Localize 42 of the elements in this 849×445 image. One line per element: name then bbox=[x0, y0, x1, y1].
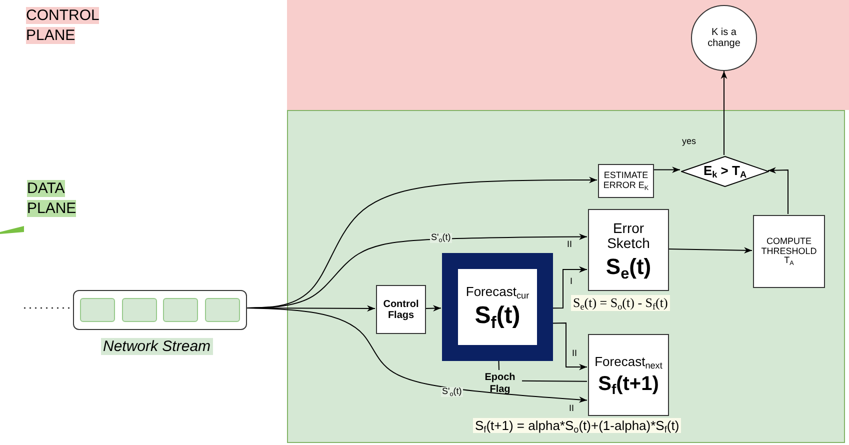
arrow bbox=[552, 266, 588, 309]
arrow bbox=[552, 322, 588, 370]
box-title: Error Sketch bbox=[606, 220, 651, 252]
box-title: Control Flags bbox=[382, 298, 420, 320]
plane-label: DATA PLANE bbox=[27, 179, 78, 219]
port-mark: I bbox=[570, 277, 573, 286]
process-box bbox=[588, 209, 669, 291]
process-box bbox=[588, 334, 669, 416]
arrow bbox=[720, 70, 728, 156]
connector-line bbox=[522, 380, 588, 382]
process-box bbox=[376, 285, 426, 334]
forecast-box bbox=[442, 253, 553, 361]
box-title: Forecast$_{next}$ bbox=[594, 354, 662, 370]
arrow bbox=[652, 166, 680, 173]
port-mark: II bbox=[567, 240, 572, 249]
edge-label: S'$_{o}$(t) bbox=[441, 387, 463, 397]
stream-buffer bbox=[73, 290, 247, 330]
connector-line bbox=[498, 360, 500, 370]
process-box bbox=[598, 164, 654, 198]
box-symbol: S$_{f}$(t) bbox=[474, 302, 520, 330]
arrow bbox=[424, 305, 442, 312]
decision-diamond bbox=[681, 156, 769, 187]
arrow bbox=[768, 167, 788, 214]
plane-label: CONTROL PLANE bbox=[26, 6, 100, 46]
box-title: E$_{k}$ > T$_{A}$ bbox=[703, 164, 747, 179]
box-title: Forecast$_{cur}$ bbox=[466, 284, 530, 299]
box-title: COMPUTE THRESHOLD T$_{A}$ bbox=[760, 236, 818, 266]
edge-label: S'$_{o}$(t) bbox=[430, 233, 452, 243]
arrow bbox=[246, 308, 588, 403]
edge-label: yes bbox=[682, 137, 696, 147]
formula-text: S$_{e}$(t) = S$_{o}$(t) - S$_{f}$(t) bbox=[571, 295, 670, 311]
arrow bbox=[668, 247, 752, 254]
flag-label: Epoch Flag bbox=[477, 371, 523, 397]
port-mark: II bbox=[569, 404, 574, 413]
stream-caption: Network Stream bbox=[101, 338, 213, 355]
box-symbol: S$_{f}$(t+1) bbox=[598, 373, 659, 396]
process-box bbox=[753, 215, 825, 288]
box-title: K is a change bbox=[706, 27, 742, 49]
port-mark: II bbox=[572, 349, 578, 358]
box-title: ESTIMATE ERROR E$_{K}$ bbox=[602, 171, 650, 191]
box-symbol: S$_{e}$(t) bbox=[606, 255, 652, 280]
formula-text: S$_{f}$(t+1) = alpha*S$_{o}$(t)+(1-alpha)*S$_{f}$(t) bbox=[473, 418, 682, 433]
